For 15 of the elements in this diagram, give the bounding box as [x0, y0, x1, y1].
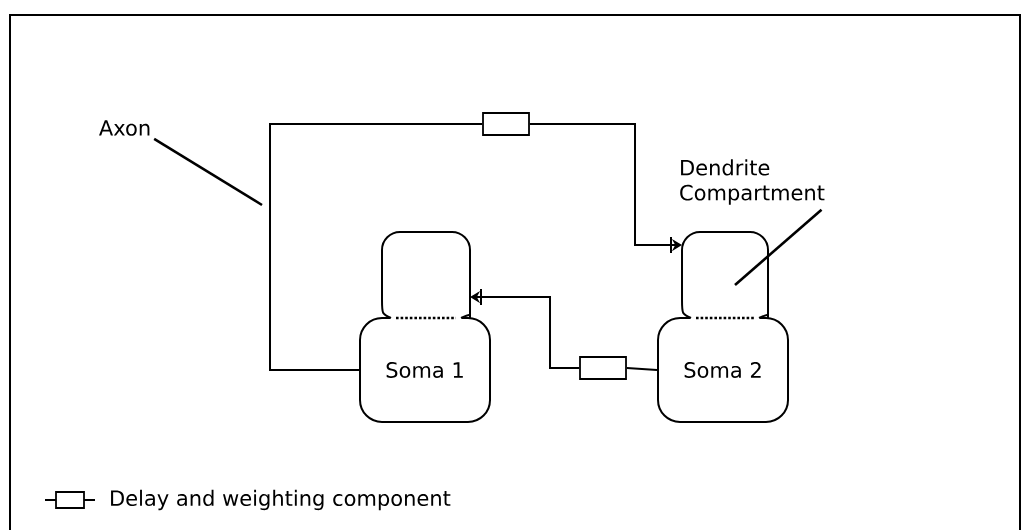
dendrite-compartment — [381, 231, 471, 319]
soma: Soma 1 — [359, 316, 491, 423]
leader-line — [153, 137, 263, 207]
connector — [528, 123, 682, 254]
leader-line — [734, 208, 823, 286]
connector — [269, 123, 484, 371]
connector — [625, 367, 658, 371]
compartment-label: Dendrite Compartment — [680, 159, 825, 205]
legend-text: Delay and weighting component — [111, 489, 451, 511]
delay-box — [482, 112, 530, 136]
soma: Soma 2 — [657, 316, 789, 423]
dendrite-compartment — [681, 231, 769, 319]
connector — [470, 288, 581, 369]
delay-box — [579, 356, 627, 380]
axon-label: Axon — [99, 120, 150, 136]
